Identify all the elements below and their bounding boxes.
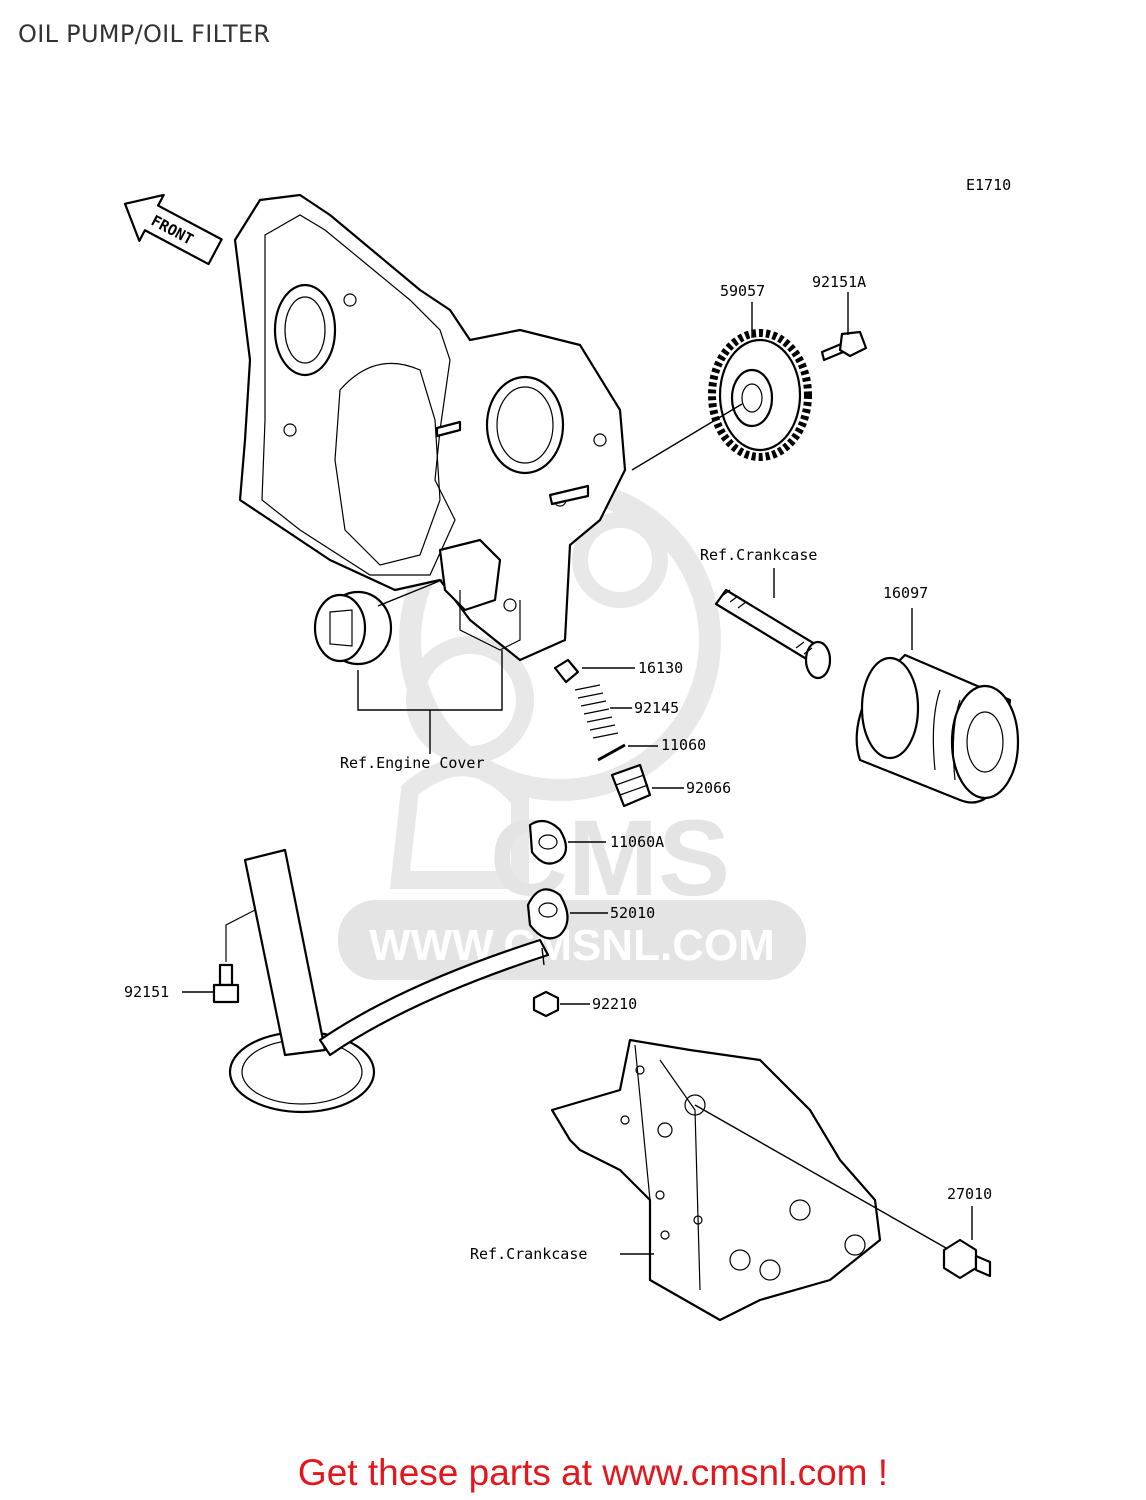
diagram-title: OIL PUMP/OIL FILTER [18,20,271,48]
oil-pump-rotor [313,590,393,666]
label-92151[interactable]: 92151 [124,983,169,1001]
oil-pump-gear [708,329,812,461]
engine-cover [233,193,627,662]
label-27010[interactable]: 27010 [947,1185,992,1203]
bolt-92151A [820,330,868,362]
gasket-52010 [526,888,569,940]
ref-crankcase-bottom: Ref.Crankcase [470,1245,587,1263]
label-52010[interactable]: 52010 [610,904,655,922]
oil-filter [855,653,1020,804]
watermark-url: WWW.CMSNL.COM [369,921,775,970]
label-16130[interactable]: 16130 [638,659,683,677]
label-92210[interactable]: 92210 [592,995,637,1013]
watermark-brand: CMS [490,797,730,918]
footer-text[interactable]: Get these parts at www.cmsnl.com ! [297,1452,889,1493]
oil-pipe [714,588,832,680]
watermark: CMS WWW.CMSNL.COM [338,479,806,980]
front-arrow: FRONT [123,193,223,266]
label-92151A[interactable]: 92151A [812,273,866,291]
nut-92210 [532,990,560,1018]
diagram-code: E1710 [966,176,1011,194]
bolt-92151 [218,963,234,987]
oil-strainer [228,848,550,1114]
gasket-11060A [528,819,568,865]
ref-engine-cover: Ref.Engine Cover [340,754,485,772]
label-92145[interactable]: 92145 [634,699,679,717]
label-16097[interactable]: 16097 [883,584,928,602]
label-11060A[interactable]: 11060A [610,833,664,851]
oil-pressure-switch [942,1238,992,1280]
label-59057[interactable]: 59057 [720,282,765,300]
watermark-bar [338,900,806,980]
crankcase-lower [550,1038,882,1322]
label-11060[interactable]: 11060 [661,736,706,754]
ref-crankcase-top: Ref.Crankcase [700,546,817,564]
footer-link[interactable]: Get these parts at www.cmsnl.com ! [0,1452,1146,1494]
relief-valve-parts [553,658,652,808]
label-92066[interactable]: 92066 [686,779,731,797]
